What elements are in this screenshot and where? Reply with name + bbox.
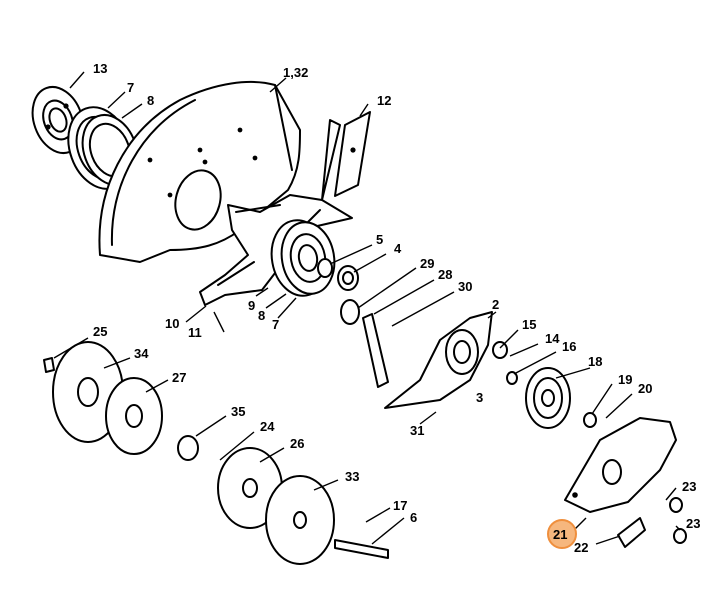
label-8-top: 8 bbox=[147, 93, 154, 108]
label-18: 18 bbox=[588, 354, 602, 369]
part-22-plate bbox=[617, 517, 646, 548]
label-30: 30 bbox=[458, 279, 472, 294]
part-28-strap bbox=[362, 313, 389, 388]
part-29-spacer bbox=[340, 299, 360, 325]
leader-lines bbox=[53, 71, 681, 545]
part-18-pulley bbox=[525, 367, 571, 429]
part-33-17-6 bbox=[265, 475, 389, 565]
part-12-plate bbox=[334, 111, 371, 197]
label-24: 24 bbox=[260, 419, 275, 434]
label-7-bottom: 7 bbox=[272, 317, 279, 332]
label-33: 33 bbox=[345, 469, 359, 484]
label-35: 35 bbox=[231, 404, 245, 419]
label-29: 29 bbox=[420, 256, 434, 271]
label-14: 14 bbox=[545, 331, 560, 346]
label-31: 31 bbox=[410, 423, 424, 438]
label-7-top: 7 bbox=[127, 80, 134, 95]
part-23-knobs bbox=[669, 497, 687, 544]
label-4: 4 bbox=[394, 241, 402, 256]
part-19-washer bbox=[583, 412, 597, 428]
label-27: 27 bbox=[172, 370, 186, 385]
label-20: 20 bbox=[638, 381, 652, 396]
label-8-bottom: 8 bbox=[258, 308, 265, 323]
label-23-top: 23 bbox=[682, 479, 696, 494]
part-5-4-bearing bbox=[317, 258, 359, 291]
label-15: 15 bbox=[522, 317, 536, 332]
part-20-21-belt-guard bbox=[564, 417, 677, 513]
label-1-32: 1,32 bbox=[283, 65, 308, 80]
part-15-14-16 bbox=[492, 341, 518, 385]
label-16: 16 bbox=[562, 339, 576, 354]
highlight-circle bbox=[547, 519, 577, 549]
label-21: 21 bbox=[553, 527, 567, 542]
label-34: 34 bbox=[134, 346, 149, 361]
label-28: 28 bbox=[438, 267, 452, 282]
label-2: 2 bbox=[492, 297, 499, 312]
label-13: 13 bbox=[93, 61, 107, 76]
label-12: 12 bbox=[377, 93, 391, 108]
label-5: 5 bbox=[376, 232, 383, 247]
label-6: 6 bbox=[410, 510, 417, 525]
label-3: 3 bbox=[476, 390, 483, 405]
label-19: 19 bbox=[618, 372, 632, 387]
label-23-bottom: 23 bbox=[686, 516, 700, 531]
part-labels: 13 7 8 1,32 12 5 4 29 28 30 9 8 7 10 11 … bbox=[93, 61, 700, 555]
label-26: 26 bbox=[290, 436, 304, 451]
label-10: 10 bbox=[165, 316, 179, 331]
label-25: 25 bbox=[93, 324, 107, 339]
label-9: 9 bbox=[248, 298, 255, 313]
label-17: 17 bbox=[393, 498, 407, 513]
part-2-bracket bbox=[384, 311, 493, 409]
label-11: 11 bbox=[188, 325, 202, 340]
label-22: 22 bbox=[574, 540, 588, 555]
